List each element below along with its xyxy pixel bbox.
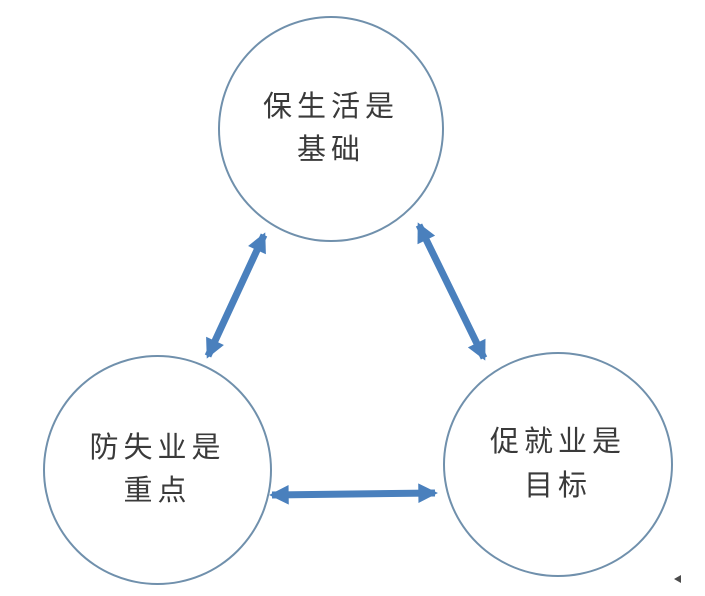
node-foundation-label-line2: 基础 — [296, 134, 365, 166]
node-goal: 促就业是 目标 — [443, 352, 673, 577]
node-foundation-label-line1: 保生活是 — [262, 90, 399, 123]
node-keypoint: 防失业是 重点 — [43, 355, 272, 585]
node-keypoint-label-line1: 防失业是 — [89, 431, 226, 464]
node-goal-label-line2: 目标 — [523, 469, 592, 502]
node-foundation: 保生活是 基础 — [218, 16, 444, 242]
node-goal-label-line1: 促就业是 — [489, 426, 626, 458]
arrow-keypoint-goal — [269, 483, 438, 505]
cursor-artifact-icon — [674, 575, 681, 583]
arrow-foundation-goal — [415, 222, 488, 361]
node-keypoint-label-line2: 重点 — [123, 475, 192, 507]
arrow-foundation-keypoint — [204, 232, 268, 359]
